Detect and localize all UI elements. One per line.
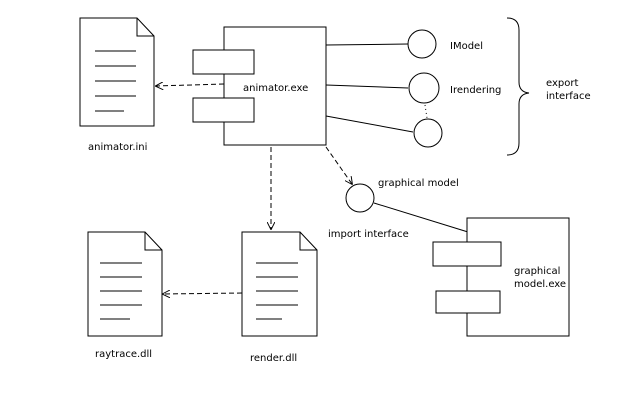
dependency-animator-ini [156,84,225,86]
dependency-animator-graphical-model [325,146,352,184]
animator-port-top [192,49,255,75]
render-dll-document [241,231,318,337]
animator-ini-label: animator.ini [88,142,147,153]
graphical-model-interface-circle [345,183,375,213]
irendering-label: Irendering [450,85,501,96]
animator-exe-component [192,26,327,146]
import-interface-label: import interface [328,229,409,240]
graphical-model-exe-component [432,217,570,337]
animator-ini-document [79,17,155,127]
animator-port-bottom [192,97,255,123]
export-brace [506,17,530,156]
graphical-model-exe-label-line2: model.exe [514,279,566,290]
render-dll-label: render.dll [250,353,297,364]
graphical-model-link [373,202,469,233]
imodel-label: IModel [450,41,483,52]
graphical-model-label: graphical model [378,178,459,189]
graphical-model-port-top [432,241,502,267]
export-interface-label-line1: export [546,78,578,89]
dependency-render-raytrace [163,293,243,294]
interface-lollipops [325,29,443,148]
extra-interface-circle [413,118,443,148]
imodel-interface-circle [407,29,437,59]
raytrace-dll-document [87,231,163,337]
raytrace-dll-label: raytrace.dll [95,349,152,360]
export-interface-label-line2: interface [546,91,591,102]
irendering-interface-circle [408,72,440,104]
animator-exe-label: animator.exe [243,83,308,94]
graphical-model-port-bottom [435,290,501,314]
graphical-model-exe-label-line1: graphical [514,266,560,277]
